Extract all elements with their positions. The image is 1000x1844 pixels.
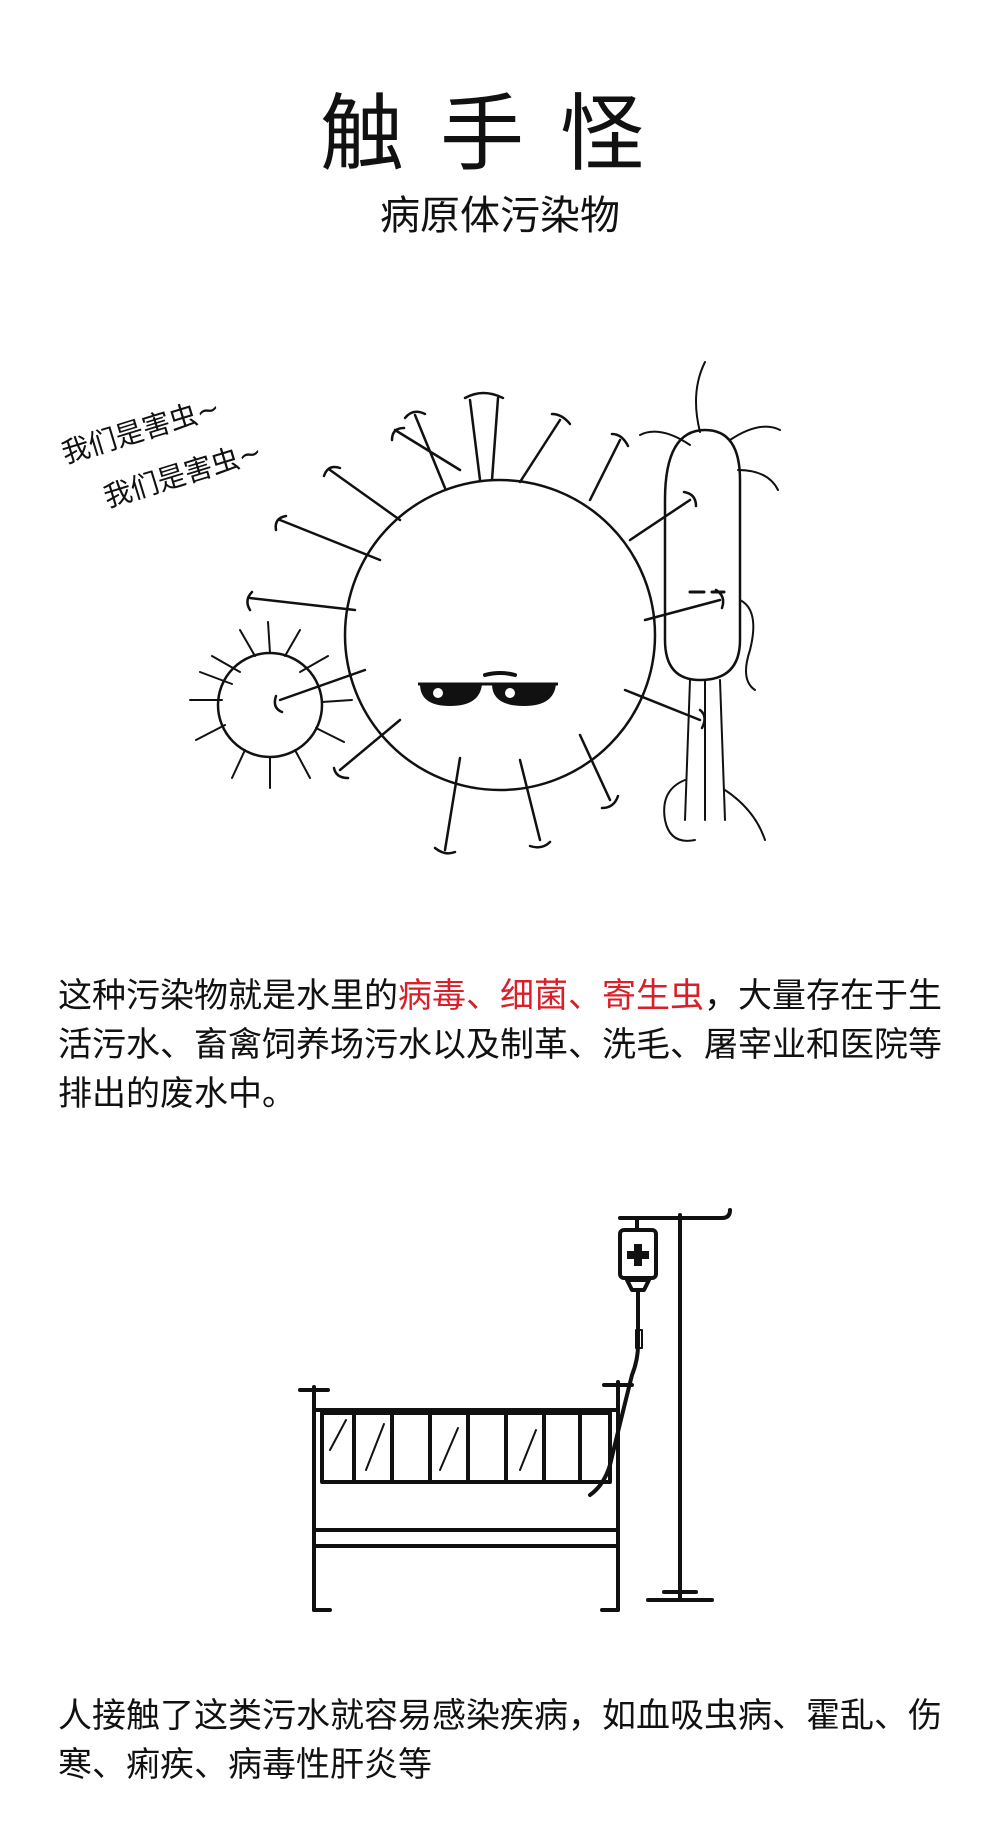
sunglasses-icon [418, 682, 558, 706]
bed-icon [298, 1380, 634, 1612]
big-virus-spikes [246, 391, 725, 855]
small-virus-body [216, 651, 324, 759]
bacterium-flagella [639, 361, 781, 842]
paragraph-1-after: ，大量存在于生活污水、畜禽饲养场污水以及制革、洗毛、屠宰业和医院等排出的废水中。 [58, 976, 942, 1114]
big-virus-brow [483, 671, 517, 677]
paragraph-1-highlight: 病毒、细菌、寄生虫 [398, 976, 704, 1016]
big-virus-body [343, 478, 657, 792]
small-virus-spikes [189, 621, 353, 789]
page-title: 触手怪 [319, 85, 680, 183]
paragraph-diseases: 人接触了这类污水就容易感染疾病，如血吸虫病、霍乱、伤寒、痢疾、病毒性肝炎等 [58, 1696, 942, 1785]
paragraph-pathogens: 这种污染物就是水里的病毒、细菌、寄生虫，大量存在于生活污水、畜禽饲养场污水以及制… [58, 972, 958, 1119]
page-subtitle: 病原体污染物 [380, 193, 620, 239]
bacterium-body [663, 428, 742, 682]
iv-stand [618, 1208, 732, 1602]
medical-cross-icon [627, 1244, 649, 1266]
iv-bag-icon [588, 1216, 658, 1497]
paragraph-1-before: 这种污染物就是水里的 [58, 976, 398, 1016]
